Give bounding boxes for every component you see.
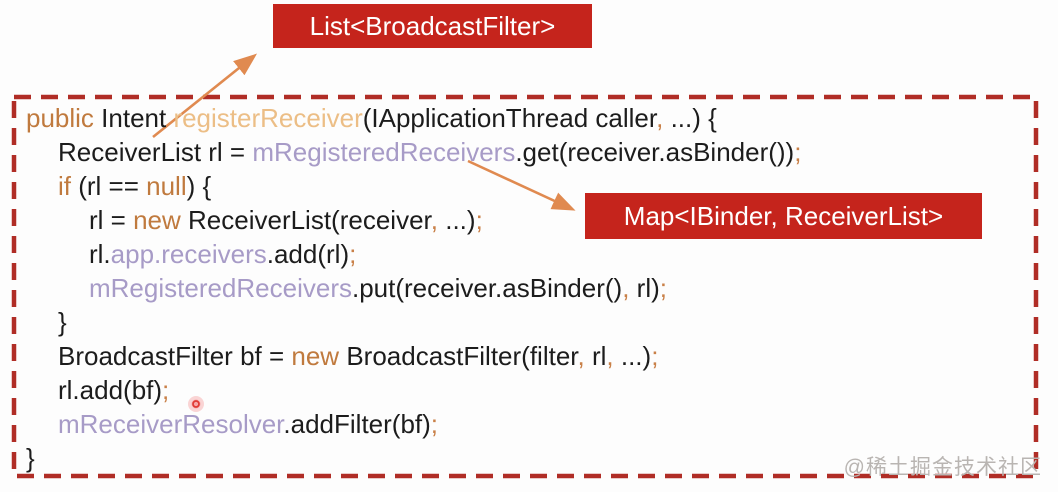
code-token-plain: ) { — [186, 171, 212, 201]
code-token-plain: rl. — [89, 239, 111, 269]
code-line: mRegisteredReceivers.put(receiver.asBind… — [12, 271, 1038, 305]
list-callout-label: List<BroadcastFilter> — [309, 10, 556, 41]
code-token-keyword: if — [58, 171, 71, 201]
code-token-plain: rl.add(bf) — [58, 375, 163, 405]
code-line: } — [12, 441, 1038, 475]
code-token-keyword: null — [146, 171, 187, 201]
code-token-plain: BroadcastFilter bf = — [58, 341, 292, 371]
code-line: if (rl == null) { — [12, 169, 1038, 203]
code-token-plain: .add(rl) — [266, 239, 350, 269]
code-token-plain: rl — [584, 341, 607, 371]
code-token-plain: .get(receiver.asBinder()) — [515, 137, 795, 167]
code-token-plain: Intent — [93, 103, 174, 133]
code-token-plain: ReceiverList(receiver — [180, 205, 431, 235]
code-line: public Intent registerReceiver(IApplicat… — [12, 101, 1038, 135]
code-line: ReceiverList rl = mRegisteredReceivers.g… — [12, 135, 1038, 169]
code-line: mReceiverResolver.addFilter(bf); — [12, 407, 1038, 441]
code-token-punct: ; — [651, 341, 659, 371]
code-token-keyword: public — [26, 103, 94, 133]
code-token-field: mReceiverResolver — [58, 409, 284, 439]
code-line: rl.app.receivers.add(rl); — [12, 237, 1038, 271]
code-token-keyword: new — [133, 205, 181, 235]
code-line: } — [12, 305, 1038, 339]
code-token-plain: rl = — [89, 205, 134, 235]
code-token-punct: , — [656, 103, 664, 133]
list-broadcastfilter-callout: List<BroadcastFilter> — [273, 4, 592, 48]
map-callout-label: Map<IBinder, ReceiverList> — [623, 200, 944, 231]
code-token-plain: ...) — [438, 205, 476, 235]
code-token-plain: BroadcastFilter(filter — [339, 341, 578, 371]
juejin-watermark: @稀土掘金技术社区 — [843, 456, 1042, 479]
code-token-plain: (IApplicationThread caller — [362, 103, 657, 133]
code-token-plain: ...) { — [663, 103, 717, 133]
code-token-punct: , — [622, 273, 630, 303]
code-line: rl.add(bf); — [12, 373, 1038, 407]
code-token-punct: , — [577, 341, 585, 371]
code-token-punct: , — [430, 205, 438, 235]
code-token-keyword: new — [291, 341, 340, 371]
code-line: BroadcastFilter bf = new BroadcastFilter… — [12, 339, 1038, 373]
code-token-punct: ; — [659, 273, 668, 303]
code-token-plain: (rl == — [71, 171, 147, 201]
code-token-punct: , — [606, 341, 614, 371]
code-token-method: registerReceiver — [173, 103, 363, 133]
code-token-field: app.receivers — [110, 239, 267, 269]
code-token-plain: rl) — [629, 273, 660, 303]
code-token-plain: .put(receiver.asBinder() — [351, 273, 623, 303]
code-token-punct: ; — [430, 409, 439, 439]
code-token-field: mRegisteredReceivers — [252, 137, 516, 167]
code-token-punct: ; — [162, 375, 170, 405]
code-token-plain: .addFilter(bf) — [283, 409, 431, 439]
code-token-plain: ReceiverList rl = — [58, 137, 253, 167]
code-token-punct: ; — [475, 205, 483, 235]
code-token-plain: ...) — [613, 341, 652, 371]
code-line: rl = new ReceiverList(receiver, ...); — [12, 203, 1038, 237]
code-token-plain: } — [58, 307, 67, 337]
register-receiver-code-block: public Intent registerReceiver(IApplicat… — [12, 96, 1038, 478]
code-token-punct: ; — [794, 137, 802, 167]
code-token-punct: ; — [349, 239, 357, 269]
map-ibinder-receiverlist-callout: Map<IBinder, ReceiverList> — [585, 193, 982, 239]
code-token-field: mRegisteredReceivers — [89, 273, 352, 303]
code-token-plain: } — [26, 443, 35, 473]
